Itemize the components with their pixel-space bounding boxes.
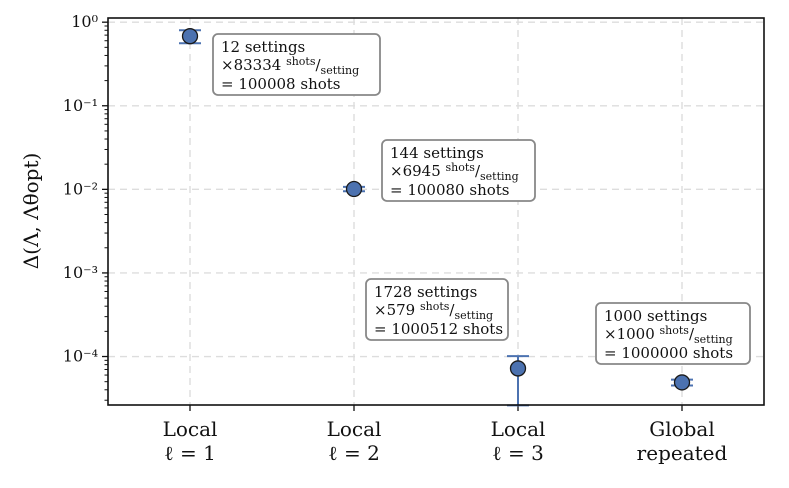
annotation-multiplier: ×579 shots/setting <box>374 300 493 322</box>
annotation-total: = 1000000 shots <box>604 344 733 362</box>
data-point <box>673 374 691 391</box>
annotation-multiplier: ×1000 shots/setting <box>604 324 733 346</box>
x-tick-label-line1: Local <box>491 417 546 441</box>
annotation-frame <box>595 302 751 365</box>
x-tick-label-line1: Local <box>327 417 382 441</box>
y-tick-label: 10⁻³ <box>63 263 98 282</box>
annotation-settings: 1728 settings <box>374 283 477 301</box>
x-tick-label-line2: ℓ = 2 <box>328 441 380 465</box>
x-tick-label-line2: ℓ = 1 <box>164 441 216 465</box>
annotation-box: 1728 settings×579 shots/setting= 1000512… <box>365 278 509 341</box>
y-axis-label: Δ(Λ, Λθopt) <box>19 153 43 270</box>
annotations: 12 settings×83334 shots/setting= 100008 … <box>212 33 751 365</box>
plot-frame <box>107 17 765 406</box>
annotation-total: = 1000512 shots <box>374 320 503 338</box>
y-tick-label: 10⁰ <box>71 12 98 31</box>
annotation-multiplier: ×83334 shots/setting <box>221 55 359 77</box>
x-tick-label-line2: ℓ = 3 <box>492 441 544 465</box>
annotation-total: = 100008 shots <box>221 75 340 93</box>
y-tick-label: 10⁻¹ <box>63 96 98 115</box>
x-tick-label-line1: Global <box>649 417 715 441</box>
x-tick-label-line1: Local <box>163 417 218 441</box>
y-tick-label: 10⁻² <box>63 179 98 198</box>
data-point <box>345 180 363 198</box>
annotation-total: = 100080 shots <box>390 181 509 199</box>
annotation-frame <box>381 139 536 202</box>
annotation-frame <box>365 278 509 341</box>
annotation-settings: 1000 settings <box>604 307 707 325</box>
y-axis: 10⁰ 10⁻¹ 10⁻² 10⁻³ 10⁻⁴ <box>63 12 108 401</box>
annotation-box: 12 settings×83334 shots/setting= 100008 … <box>212 33 381 96</box>
annotation-settings: 12 settings <box>221 38 305 56</box>
annotation-settings: 144 settings <box>390 144 484 162</box>
data-point <box>181 28 199 45</box>
data-points <box>181 28 691 391</box>
y-tick-label: 10⁻⁴ <box>63 347 98 366</box>
annotation-box: 144 settings×6945 shots/setting= 100080 … <box>381 139 536 202</box>
annotation-box: 1000 settings×1000 shots/setting= 100000… <box>595 302 751 365</box>
data-point <box>509 360 527 377</box>
x-tick-label-line2: repeated <box>637 441 728 465</box>
annotation-frame <box>212 33 381 96</box>
annotation-multiplier: ×6945 shots/setting <box>390 161 519 183</box>
